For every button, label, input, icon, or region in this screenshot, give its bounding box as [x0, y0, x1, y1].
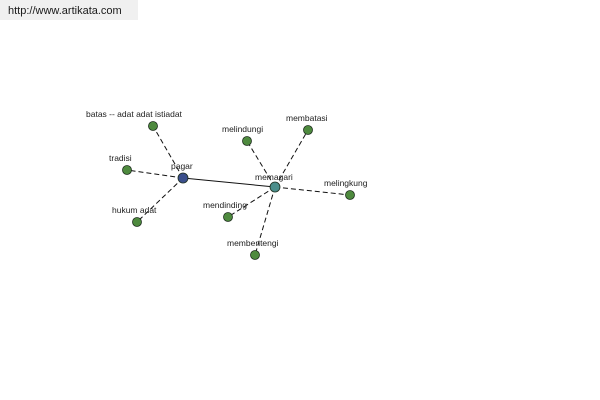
node-label-memagari[interactable]: memagari [255, 172, 293, 182]
node-label-membatasi[interactable]: membatasi [286, 113, 328, 123]
node-mendinding[interactable] [223, 212, 233, 222]
node-membentengi[interactable] [250, 250, 260, 260]
node-label-hukum_adat[interactable]: hukum adat [112, 205, 157, 215]
nodes-layer [122, 121, 355, 260]
node-tradisi[interactable] [122, 165, 132, 175]
edge-pagar-batas [152, 125, 184, 179]
node-melindungi[interactable] [242, 136, 252, 146]
edge-memagari-membentengi [254, 186, 276, 256]
node-label-tradisi[interactable]: tradisi [109, 153, 132, 163]
labels-layer: pagar memagari batas -- adat adat istiadat… [86, 109, 368, 248]
node-label-melindungi[interactable]: melindungi [222, 124, 263, 134]
edges-layer [126, 125, 351, 256]
source-url-link[interactable]: http://www.artikata.com [0, 0, 138, 20]
node-batas[interactable] [148, 121, 158, 131]
node-label-melingkung[interactable]: melingkung [324, 178, 368, 188]
node-membatasi[interactable] [303, 125, 313, 135]
edge-pagar-tradisi [126, 169, 184, 179]
edge-memagari-membatasi [274, 129, 309, 188]
node-memagari[interactable] [269, 181, 281, 193]
edge-pagar-memagari [182, 177, 276, 188]
node-label-mendinding[interactable]: mendinding [203, 200, 247, 210]
edge-pagar-hukum_adat [136, 177, 184, 223]
edge-memagari-mendinding [227, 186, 276, 218]
node-label-membentengi[interactable]: membentengi [227, 238, 279, 248]
edge-memagari-melingkung [274, 186, 351, 196]
node-hukum_adat[interactable] [132, 217, 142, 227]
edge-memagari-melindungi [246, 140, 276, 188]
node-label-pagar[interactable]: pagar [171, 161, 193, 171]
node-label-batas[interactable]: batas -- adat adat istiadat [86, 109, 183, 119]
node-melingkung[interactable] [345, 190, 355, 200]
node-pagar[interactable] [177, 172, 189, 184]
